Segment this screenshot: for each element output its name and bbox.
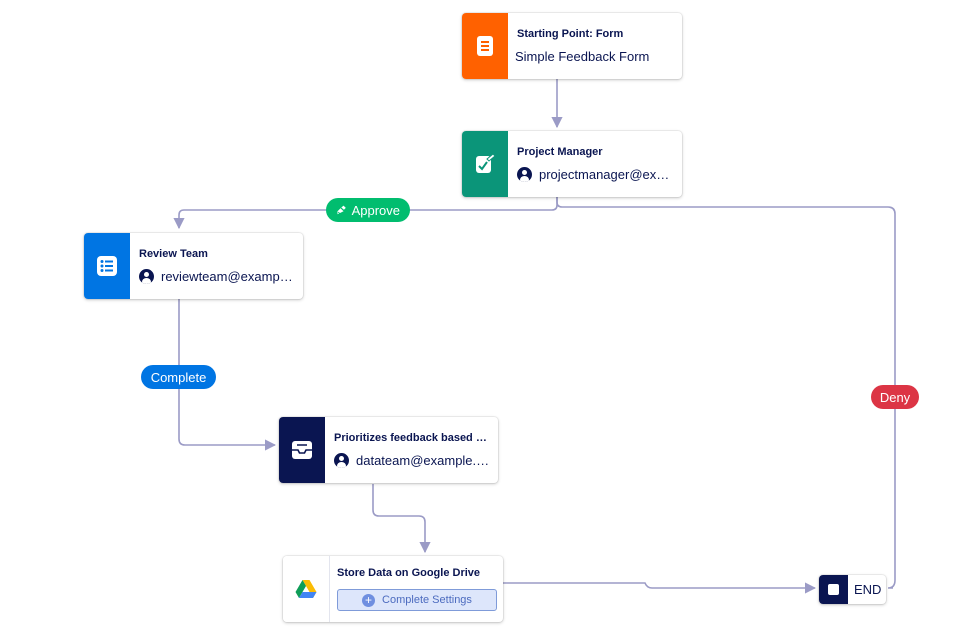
complete-label: Complete: [150, 369, 207, 385]
prioritize-title: Prioritizes feedback based on impact: [334, 432, 490, 444]
review-team-assignee: reviewteam@example.com: [139, 269, 295, 284]
end-label: END: [854, 582, 882, 597]
user-avatar-icon: [334, 453, 349, 468]
google-drive-node[interactable]: Store Data on Google Drive + Complete Se…: [283, 556, 503, 622]
google-drive-icon: [283, 556, 330, 622]
form-icon: [462, 13, 508, 79]
deny-branch-pill[interactable]: Deny: [871, 385, 919, 409]
approve-icon: [337, 205, 346, 215]
plus-icon: +: [362, 593, 376, 607]
connector-review-to-prioritize: [178, 299, 277, 451]
end-node[interactable]: END: [819, 575, 886, 604]
deny-label: Deny: [879, 389, 911, 405]
approve-label: Approve: [351, 202, 400, 218]
project-manager-title: Project Manager: [517, 146, 603, 158]
review-team-title: Review Team: [139, 248, 208, 260]
connector-prioritize-to-drive: [372, 484, 431, 554]
checklist-icon: [84, 233, 130, 299]
stop-icon: [819, 575, 848, 604]
inbox-icon: [279, 417, 325, 483]
start-node[interactable]: Starting Point: Form Simple Feedback For…: [462, 13, 682, 79]
project-manager-node[interactable]: Project Manager projectmanager@example.c…: [462, 131, 682, 197]
review-team-node[interactable]: Review Team reviewteam@example.com: [84, 233, 303, 299]
approve-branch-pill[interactable]: Approve: [326, 198, 410, 222]
start-node-subtitle: Simple Feedback Form: [515, 49, 650, 64]
google-drive-title: Store Data on Google Drive: [337, 567, 481, 579]
start-node-title: Starting Point: Form: [517, 28, 624, 40]
connector-manager-to-end: [556, 197, 896, 589]
prioritize-assignee: datateam@example.com: [334, 453, 490, 468]
complete-settings-button[interactable]: + Complete Settings: [337, 589, 497, 611]
project-manager-assignee: projectmanager@example.com: [517, 167, 674, 182]
user-avatar-icon: [139, 269, 154, 284]
approval-icon: [462, 131, 508, 197]
connector-drive-to-end: [503, 582, 817, 594]
complete-settings-label: Complete Settings: [382, 594, 472, 606]
user-avatar-icon: [517, 167, 532, 182]
complete-branch-pill[interactable]: Complete: [141, 365, 216, 389]
prioritize-node[interactable]: Prioritizes feedback based on impact dat…: [279, 417, 498, 483]
